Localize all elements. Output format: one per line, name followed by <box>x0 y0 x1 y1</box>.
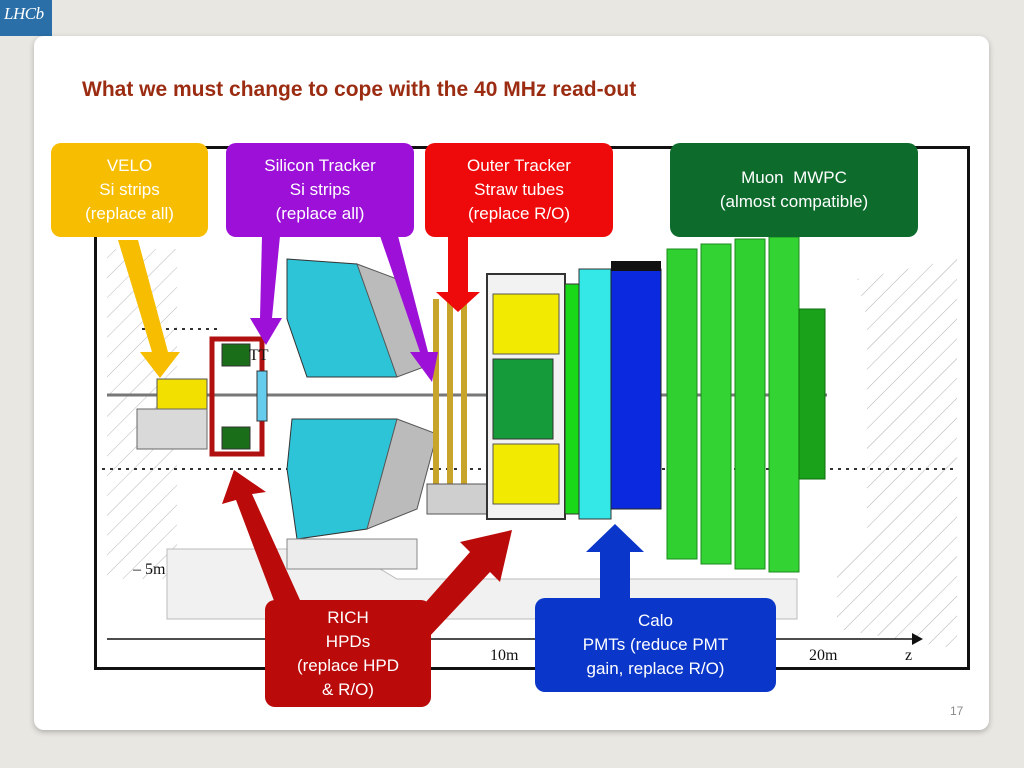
lhcb-logo: LHCb <box>0 0 52 36</box>
velo-callout-line3: (replace all) <box>85 204 174 223</box>
magnet-base <box>286 538 418 570</box>
cavern-wall-right <box>837 259 957 649</box>
calo-callout-line1: Calo <box>638 611 673 630</box>
velo-callout-line2: Si strips <box>99 180 160 199</box>
z-axis-arrowhead <box>912 633 923 645</box>
label-z-axis: z <box>905 647 912 664</box>
velo-callout-line1: VELO <box>106 156 153 175</box>
calo-callout-line3: gain, replace R/O) <box>586 659 725 678</box>
rich-callout: RICH HPDs (replace HPD & R/O) <box>265 600 431 707</box>
muon-station-m4 <box>734 238 766 570</box>
rich-callout-line2: HPDs <box>325 631 371 651</box>
calo-callout: Calo PMTs (reduce PMT gain, replace R/O) <box>535 598 776 692</box>
tt-station <box>256 370 268 422</box>
velo-callout: VELO Si strips (replace all) <box>51 143 208 237</box>
logo-text: LHCb <box>4 4 44 23</box>
ecal-block <box>578 268 612 520</box>
rich2-lower-panel <box>492 443 560 505</box>
hcal-top-cap <box>611 261 661 271</box>
st-arrow-right <box>380 236 438 382</box>
rich1-hpd-bottom <box>221 426 251 450</box>
t-station-1 <box>433 299 439 489</box>
muon-filter-block <box>798 308 826 480</box>
velo-arrow <box>118 240 180 378</box>
slide-title: What we must change to cope with the 40 … <box>82 78 637 101</box>
t-station-3 <box>461 299 467 489</box>
t-station-2 <box>447 299 453 489</box>
ot-callout-line2: Straw tubes <box>474 180 564 199</box>
rich2-central-block <box>492 358 554 440</box>
ot-arrow <box>436 236 480 312</box>
muon-callout-line2: (almost compatible) <box>719 192 869 211</box>
label-10m: 10m <box>490 647 519 664</box>
rich-callout-line4: & R/O) <box>322 679 374 699</box>
silicon-tracker-callout: Silicon Tracker Si strips (replace all) <box>226 143 414 237</box>
rich-arrow-left <box>222 470 300 606</box>
velo-supports <box>136 408 208 450</box>
rich-callout-line3: (replace HPD <box>296 655 400 675</box>
muon-station-m2 <box>666 248 698 560</box>
rich2-upper-panel <box>492 293 560 355</box>
rich-callout-line1: RICH <box>327 607 369 627</box>
muon-callout-line1: Muon MWPC <box>741 168 847 187</box>
st-callout-line3: (replace all) <box>275 204 365 223</box>
label-minus-5m: – 5m <box>132 561 166 578</box>
rich1-hpd-top <box>221 343 251 367</box>
calo-arrow <box>586 524 644 600</box>
muon-station-m3 <box>700 243 732 565</box>
label-20m: 20m <box>809 647 838 664</box>
muon-callout: Muon MWPC (almost compatible) <box>670 143 918 237</box>
st-arrow-left <box>250 236 282 345</box>
magnet-yoke-lower <box>366 418 438 530</box>
ot-callout-line3: (replace R/O) <box>467 204 571 223</box>
page-number: 17 <box>950 704 964 718</box>
tt-label: TT <box>249 347 269 364</box>
calo-callout-line2: PMTs (reduce PMT <box>582 635 729 654</box>
muon-station-m5 <box>768 236 800 573</box>
outer-tracker-callout: Outer Tracker Straw tubes (replace R/O) <box>425 143 613 237</box>
st-callout-line2: Si strips <box>289 180 351 199</box>
ot-callout-line1: Outer Tracker <box>467 156 571 175</box>
rich-arrow-right <box>410 530 512 638</box>
st-callout-line1: Silicon Tracker <box>264 156 376 175</box>
